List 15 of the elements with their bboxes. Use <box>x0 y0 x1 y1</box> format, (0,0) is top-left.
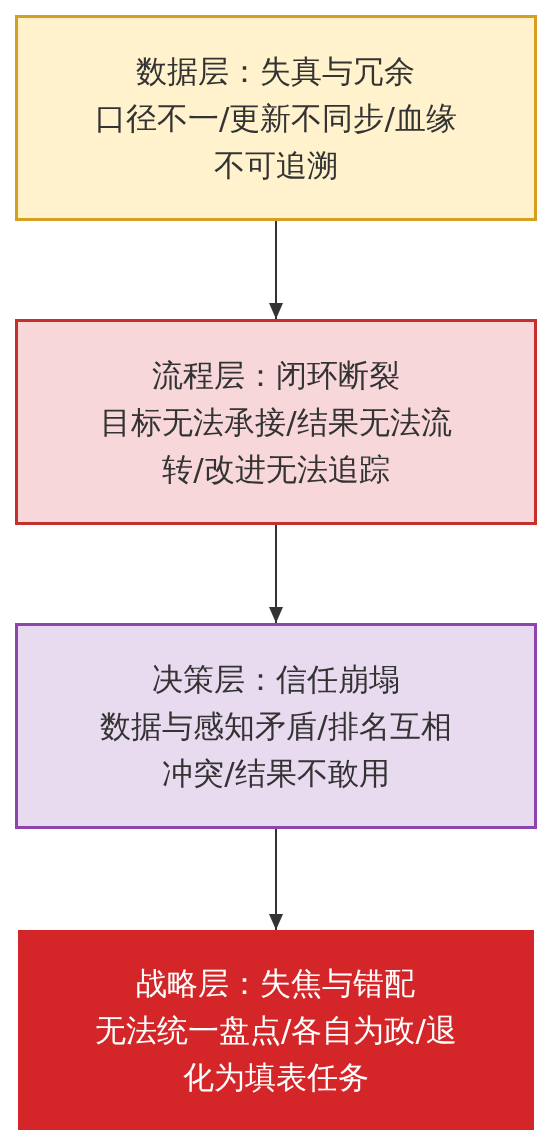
layer-heading: 战略层：失焦与错配 <box>135 963 417 1003</box>
layer-heading: 决策层：信任崩塌 <box>151 659 401 699</box>
layer-description: 无法统一盘点/各自为政/退化为填表任务 <box>94 1010 458 1097</box>
layer-box <box>15 15 537 221</box>
layer-heading: 流程层：闭环断裂 <box>151 355 401 395</box>
layer-description: 口径不一/更新不同步/血缘不可追溯 <box>94 98 458 185</box>
layer-box <box>15 623 537 829</box>
arrow <box>269 220 283 320</box>
layer-box <box>18 930 534 1130</box>
layer-box <box>15 319 537 525</box>
layer-description: 数据与感知矛盾/排名互相冲突/结果不敢用 <box>99 706 453 793</box>
layer-description: 目标无法承接/结果无法流转/改进无法追踪 <box>99 402 453 489</box>
arrow <box>269 828 283 931</box>
layer-heading: 数据层：失真与冗余 <box>135 51 417 91</box>
arrow <box>269 524 283 624</box>
